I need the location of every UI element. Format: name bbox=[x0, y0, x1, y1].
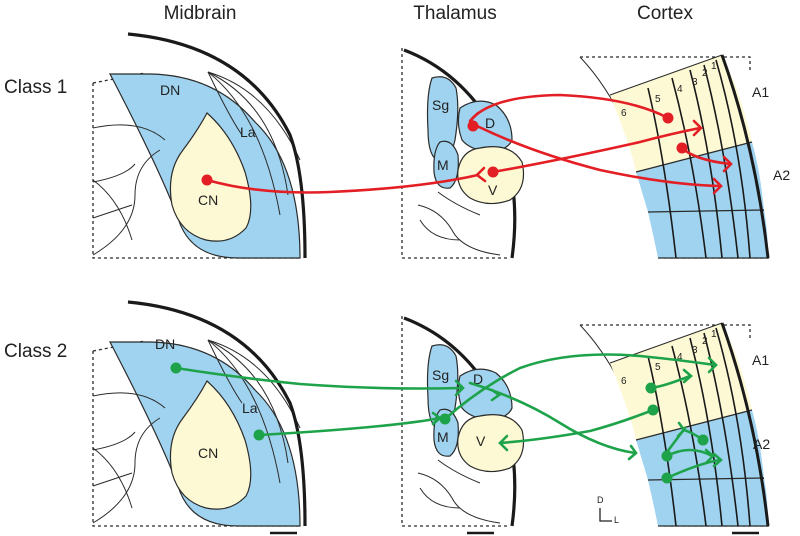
pathway-v-to-a1 bbox=[491, 126, 702, 174]
row-title-class-1: Class 1 bbox=[4, 77, 67, 98]
terminal-a2-3 bbox=[712, 452, 723, 468]
column-title-cortex: Cortex bbox=[637, 3, 693, 24]
class-2-axon-terminals bbox=[431, 356, 723, 468]
thalamus-label-v: V bbox=[476, 433, 486, 449]
cortex-layer-5: 5 bbox=[655, 362, 661, 373]
column-title-thalamus: Thalamus bbox=[413, 3, 496, 24]
thalamus-label-v: V bbox=[488, 182, 498, 198]
terminal-a1 bbox=[692, 119, 703, 137]
cortex-label-a1: A1 bbox=[752, 84, 769, 100]
terminal-v bbox=[475, 166, 487, 183]
class-2-row: DN La CN Sg D M V A1 A2 6 5 4 3 2 1 bbox=[91, 300, 772, 528]
cell-body-m bbox=[439, 413, 451, 425]
cortex-layer-3: 3 bbox=[692, 77, 698, 88]
midbrain-section-class-1 bbox=[91, 32, 307, 260]
orientation-axes bbox=[599, 508, 612, 522]
thalamus-label-sg: Sg bbox=[432, 367, 449, 383]
cortex-layer-5: 5 bbox=[655, 94, 661, 105]
cortex-layer-3: 3 bbox=[692, 345, 698, 356]
midbrain-section-class-2 bbox=[91, 300, 307, 528]
pathway-d-to-a2 bbox=[473, 123, 722, 188]
cell-body-v bbox=[487, 166, 499, 178]
midbrain-label-la: La bbox=[240, 124, 256, 140]
orientation-indicator: D L bbox=[597, 495, 619, 525]
cell-body-a2-bottom bbox=[661, 472, 673, 484]
cortex-layer-1: 1 bbox=[711, 329, 717, 340]
terminal-m bbox=[431, 411, 443, 426]
thalamus-label-d: D bbox=[485, 115, 495, 131]
cortex-section-class-1 bbox=[578, 51, 772, 260]
class-1-row: DN La CN Sg D M V A1 A2 6 5 4 3 2 1 bbox=[91, 32, 790, 260]
class-1-terminals bbox=[201, 112, 688, 186]
orientation-dorsal: D bbox=[597, 495, 604, 505]
midbrain-label-dn: DN bbox=[155, 336, 175, 352]
midbrain-label-cn: CN bbox=[198, 192, 218, 208]
terminal-d bbox=[454, 379, 465, 397]
cortex-layer-1: 1 bbox=[711, 61, 717, 72]
cortex-section-class-2 bbox=[578, 319, 772, 528]
cell-body-cn bbox=[201, 174, 213, 186]
pathway-cn-to-v bbox=[205, 173, 480, 194]
cortex-layer-2: 2 bbox=[702, 336, 708, 347]
cortex-layer-2: 2 bbox=[702, 68, 708, 79]
thalamus-section-class-1 bbox=[400, 46, 526, 260]
pathway-m-to-a1 bbox=[443, 353, 717, 421]
pathway-d-to-a1 bbox=[468, 93, 670, 123]
cell-body-a1-layer6 bbox=[645, 382, 657, 394]
pathway-d-to-a2 bbox=[468, 381, 637, 455]
pathway-dn-to-d bbox=[174, 366, 464, 390]
pathway-la-to-m bbox=[257, 416, 442, 437]
terminal-v bbox=[498, 434, 509, 452]
cortex-layer-4: 4 bbox=[677, 352, 683, 363]
cortex-layer-6: 6 bbox=[621, 376, 627, 387]
row-title-class-2: Class 2 bbox=[4, 341, 67, 362]
terminal-a2-2 bbox=[704, 448, 715, 465]
midbrain-label-la: La bbox=[242, 400, 258, 416]
thalamus-label-m: M bbox=[437, 429, 449, 445]
thalamus-label-sg: Sg bbox=[432, 97, 449, 113]
class-2-terminals bbox=[170, 362, 709, 484]
column-title-midbrain: Midbrain bbox=[164, 3, 237, 24]
cell-body-a2-upper bbox=[697, 434, 709, 446]
terminal-d-b bbox=[490, 388, 502, 402]
cell-body-a1-layer6-b bbox=[647, 404, 659, 416]
cell-body-dn bbox=[170, 362, 182, 374]
class-1-pathways bbox=[205, 93, 732, 194]
cortex-label-a2: A2 bbox=[773, 167, 790, 183]
terminal-a2-1 bbox=[627, 444, 638, 461]
terminal-a1 bbox=[707, 356, 718, 374]
terminal-a2-upper bbox=[722, 155, 733, 173]
cell-body-la bbox=[253, 429, 265, 441]
cell-body-a1-lower bbox=[676, 142, 688, 154]
cortex-layer-4: 4 bbox=[677, 84, 683, 95]
thalamus-label-m: M bbox=[437, 157, 449, 173]
cell-body-a1-layer5 bbox=[662, 112, 674, 124]
terminal-a1-b bbox=[682, 368, 693, 384]
orientation-lateral: L bbox=[614, 515, 619, 525]
thalamus-label-d: D bbox=[473, 371, 483, 387]
cortex-label-a2: A2 bbox=[753, 436, 770, 452]
terminal-d bbox=[469, 111, 480, 129]
terminal-a2-4 bbox=[676, 421, 686, 438]
cortex-label-a1: A1 bbox=[752, 352, 769, 368]
pathway-a2-local-2 bbox=[665, 458, 722, 480]
class-1-axon-terminals bbox=[469, 111, 733, 195]
midbrain-label-dn: DN bbox=[160, 82, 180, 98]
cortex-layer-6: 6 bbox=[621, 108, 627, 119]
pathway-a1-to-v bbox=[498, 408, 655, 445]
midbrain-label-cn: CN bbox=[198, 445, 218, 461]
cell-body-a2-lower bbox=[661, 450, 673, 462]
terminal-a2-lower bbox=[712, 177, 723, 195]
